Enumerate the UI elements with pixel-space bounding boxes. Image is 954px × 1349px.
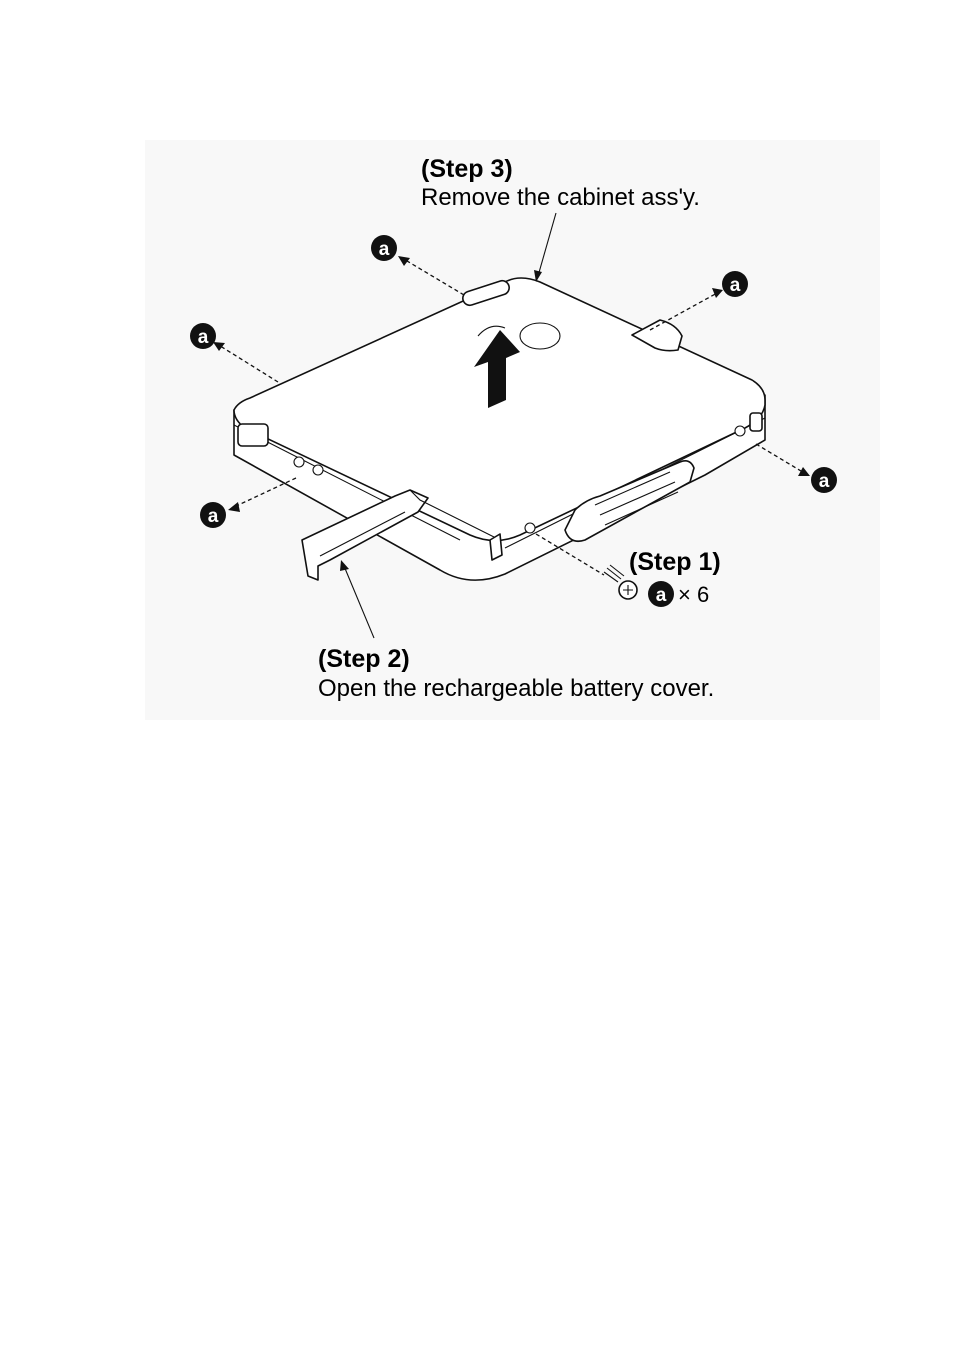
step1-quantity: × 6 (678, 582, 709, 607)
screw-paths (213, 256, 810, 576)
cabinet-assy (233, 277, 766, 581)
screw-icon (603, 564, 638, 600)
screw-badge-icon: a (371, 235, 397, 261)
svg-text:a: a (198, 327, 209, 348)
lift-arrow (474, 330, 520, 408)
battery-cover (301, 489, 503, 581)
screw-badge-icon: a (648, 581, 674, 607)
step3-description: Remove the cabinet ass'y. (421, 184, 700, 211)
screw-badge-icon: a (200, 502, 226, 528)
step2-title: (Step 2) (318, 645, 410, 673)
svg-text:a: a (379, 239, 390, 260)
step1-title: (Step 1) (629, 548, 721, 576)
svg-text:a: a (656, 585, 667, 606)
screw-badge-icon: a (722, 271, 748, 297)
screw-badge-icon: a (811, 467, 837, 493)
svg-text:a: a (730, 275, 741, 296)
svg-text:a: a (819, 471, 830, 492)
step3-title: (Step 3) (421, 155, 513, 183)
step2-leader (343, 565, 375, 639)
step2-description: Open the rechargeable battery cover. (318, 675, 714, 702)
svg-text:a: a (208, 506, 219, 527)
screw-badge-icon: a (190, 323, 216, 349)
step3-leader (537, 212, 557, 277)
